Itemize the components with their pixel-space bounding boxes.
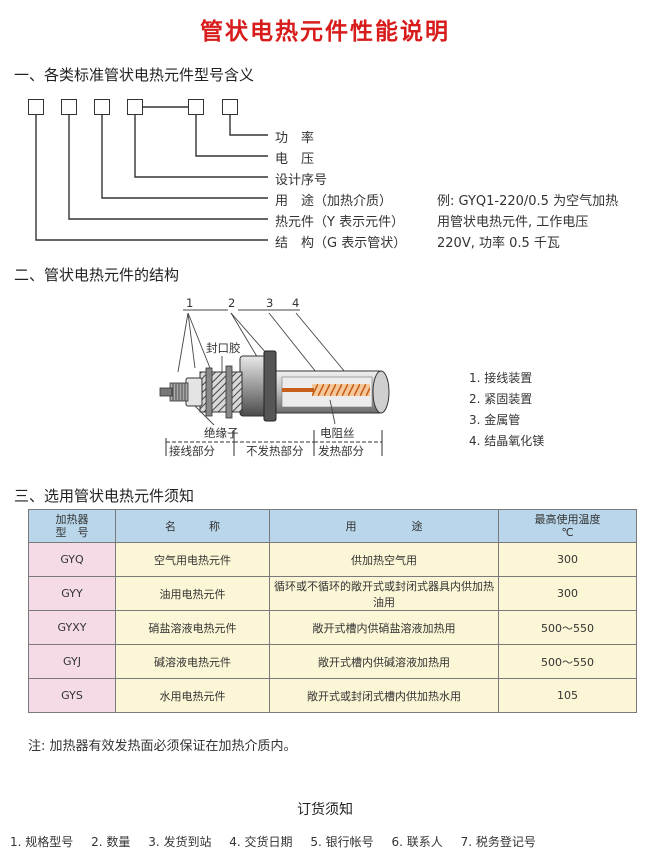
label-voltage: 电 压 [275,152,315,167]
header-temp-line1: 最高使用温度 [534,513,601,526]
cell-name: 水用电热元件 [115,678,270,713]
header-code-line1: 加热器 [55,513,89,526]
example-line-2: 用管状电热元件, 工作电压 [437,215,589,230]
callout-insulator: 绝缘子 [204,426,239,440]
cell-code: GYS [28,678,116,713]
label-structure: 结 构（G 表示管状） [275,236,407,251]
legend-item-3: 3. 金属管 [469,413,521,427]
code-box-3 [94,99,110,115]
cell-use: 敞开式槽内供硝盐溶液加热用 [269,610,499,645]
heater-cross-section [159,309,390,456]
order-item: 1. 规格型号 [10,835,74,849]
cell-name: 空气用电热元件 [115,542,270,577]
callout-resistance-wire: 电阻丝 [320,426,355,440]
cell-temp: 300 [498,576,637,611]
label-design-no: 设计序号 [275,173,328,188]
part-heating: 发热部分 [318,444,364,458]
cell-use: 供加热空气用 [269,542,499,577]
code-box-2 [61,99,77,115]
header-use: 用 途 [269,509,499,543]
label-usage: 用 途（加热介质） [275,194,393,209]
cell-use: 敞开式槽内供碱溶液加热用 [269,644,499,679]
table-row: GYJ 碱溶液电热元件 敞开式槽内供碱溶液加热用 500～550 [28,644,637,679]
table-note: 注: 加热器有效发热面必须保证在加热介质内。 [28,739,297,754]
page-title: 管状电热元件性能说明 [200,18,450,45]
spec-table: 加热器 型 号 名 称 用 途 最高使用温度 ℃ GYQ 空气用电热元件 供加热… [28,509,637,713]
cell-use: 敞开式或封闭式槽内供加热水用 [269,678,499,713]
cell-name: 油用电热元件 [115,576,270,611]
header-code-line2: 型 号 [55,526,89,539]
order-item: 3. 发货到站 [148,835,212,849]
legend-item-1: 1. 接线装置 [469,371,533,385]
order-item: 2. 数量 [91,835,131,849]
part-wiring: 接线部分 [169,444,215,458]
section1-heading: 一、各类标准管状电热元件型号含义 [14,66,255,84]
cell-name: 硝盐溶液电热元件 [115,610,270,645]
example-line-3: 220V, 功率 0.5 千瓦 [437,236,560,251]
legend-item-2: 2. 紧固装置 [469,392,533,406]
cell-temp: 105 [498,678,637,713]
callout-number-1: 1 [186,296,194,310]
code-box-5 [188,99,204,115]
order-heading: 订货须知 [297,802,353,818]
header-temp-line2: ℃ [561,526,574,539]
table-row: GYY 油用电热元件 循环或不循环的敞开式或封闭式器具内供加热油用 300 [28,576,637,611]
callout-seal: 封口胶 [206,341,241,355]
header-code: 加热器 型 号 [28,509,116,543]
legend-item-4: 4. 结晶氧化镁 [469,434,545,448]
callout-number-4: 4 [292,296,300,310]
code-box-1 [28,99,44,115]
order-item: 6. 联系人 [391,835,443,849]
order-items: 1. 规格型号 2. 数量 3. 发货到站 4. 交货日期 5. 银行帐号 6.… [10,833,650,850]
table-row: GYXY 硝盐溶液电热元件 敞开式槽内供硝盐溶液加热用 500～550 [28,610,637,645]
header-name: 名 称 [115,509,270,543]
label-heating-element: 热元件（Y 表示元件） [275,215,405,230]
section3-heading: 三、选用管状电热元件须知 [14,487,195,505]
table-header-row: 加热器 型 号 名 称 用 途 最高使用温度 ℃ [28,509,637,543]
example-line-1: 例: GYQ1-220/0.5 为空气加热 [437,194,619,209]
table-row: GYQ 空气用电热元件 供加热空气用 300 [28,542,637,577]
cell-code: GYQ [28,542,116,577]
cell-use: 循环或不循环的敞开式或封闭式器具内供加热油用 [269,576,499,611]
cell-temp: 500～550 [498,644,637,679]
callout-number-2: 2 [228,296,236,310]
order-item: 4. 交货日期 [229,835,293,849]
table-row: GYS 水用电热元件 敞开式或封闭式槽内供加热水用 105 [28,678,637,713]
model-code-lines [35,106,268,241]
cell-name: 碱溶液电热元件 [115,644,270,679]
code-box-4 [127,99,143,115]
cell-code: GYY [28,576,116,611]
order-item: 5. 银行帐号 [310,835,374,849]
part-non-heating: 不发热部分 [246,444,304,458]
cell-code: GYJ [28,644,116,679]
cell-code: GYXY [28,610,116,645]
order-item: 7. 税务登记号 [460,835,536,849]
section2-heading: 二、管状电热元件的结构 [14,266,180,284]
callout-number-3: 3 [266,296,274,310]
cell-temp: 300 [498,542,637,577]
label-power: 功 率 [275,131,315,146]
code-box-6 [222,99,238,115]
header-temp: 最高使用温度 ℃ [498,509,637,543]
cell-temp: 500～550 [498,610,637,645]
